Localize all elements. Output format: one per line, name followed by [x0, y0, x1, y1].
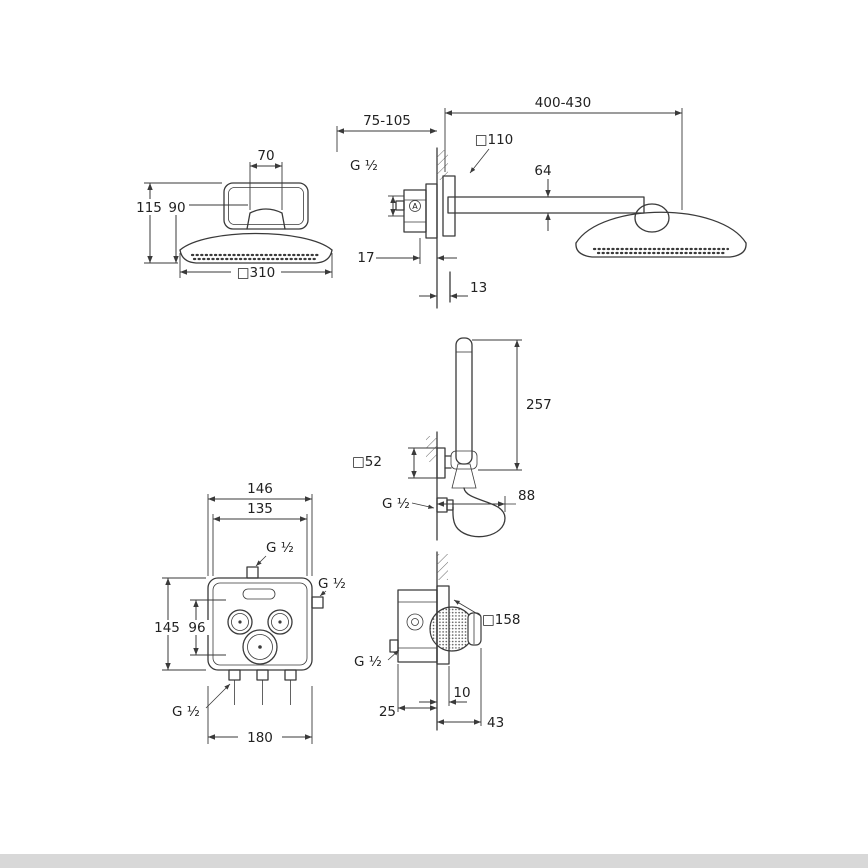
view-mixer-side: G ¹⁄₂ □158 25 10 43 [354, 551, 521, 731]
dim-mixer-width-inner: 135 [247, 501, 273, 517]
dim-hand-projection: 88 [518, 488, 535, 504]
dim-arm-width: 64 [534, 163, 551, 179]
dim-mixer-plate-depth: 10 [453, 685, 470, 701]
dim-mixer-width-outer: 146 [247, 481, 273, 497]
dim-install-depth: 75-105 [363, 113, 411, 129]
dim-hand-bracket: □52 [352, 454, 382, 470]
view-mixer-front: 146 135 G ¹⁄₂ G ¹⁄₂ 145 96 G ¹⁄₂ 180 [151, 481, 346, 746]
dim-mixer-thread-bottom: G ¹⁄₂ [172, 704, 200, 720]
dim-mixer-height: 145 [154, 620, 180, 636]
footer-bar [0, 854, 868, 868]
dim-head-neck-width: 70 [257, 148, 274, 164]
dim-mixer-connection-width: 180 [247, 730, 273, 746]
dim-arm-escutcheon: □110 [475, 132, 514, 148]
dim-mixer-thread-right: G ¹⁄₂ [318, 576, 346, 592]
dim-mixer-escutcheon: □158 [482, 612, 521, 628]
dim-hand-thread: G ¹⁄₂ [382, 496, 410, 512]
dim-hose-height: 257 [526, 397, 552, 413]
dim-head-width: □310 [237, 265, 276, 281]
dim-head-inner-height: 90 [168, 200, 185, 216]
view-shower-head-front: 70 115 90 □310 [133, 148, 333, 281]
view-shower-arm-top: 400-430 □110 64 [442, 95, 747, 258]
dim-mixer-thread-top: G ¹⁄₂ [266, 540, 294, 556]
view-shower-head-side: A G ¹⁄₂ 75-105 17 13 [336, 113, 487, 309]
valve-marker-label: A [412, 202, 418, 211]
dim-head-side-thread: G ¹⁄₂ [350, 158, 378, 174]
dim-arm-length: 400-430 [535, 95, 591, 111]
dim-mixer-center-height: 96 [188, 620, 205, 636]
dim-mixer-total-depth: 43 [487, 715, 504, 731]
view-hand-shower: 257 □52 G ¹⁄₂ 88 [352, 337, 552, 541]
dim-head-total-height: 115 [136, 200, 162, 216]
dim-mixer-box-depth: 25 [379, 704, 396, 720]
dim-wall-thickness: 13 [470, 280, 487, 296]
dim-offset-17: 17 [357, 250, 374, 266]
dim-mixer-side-thread: G ¹⁄₂ [354, 654, 382, 670]
